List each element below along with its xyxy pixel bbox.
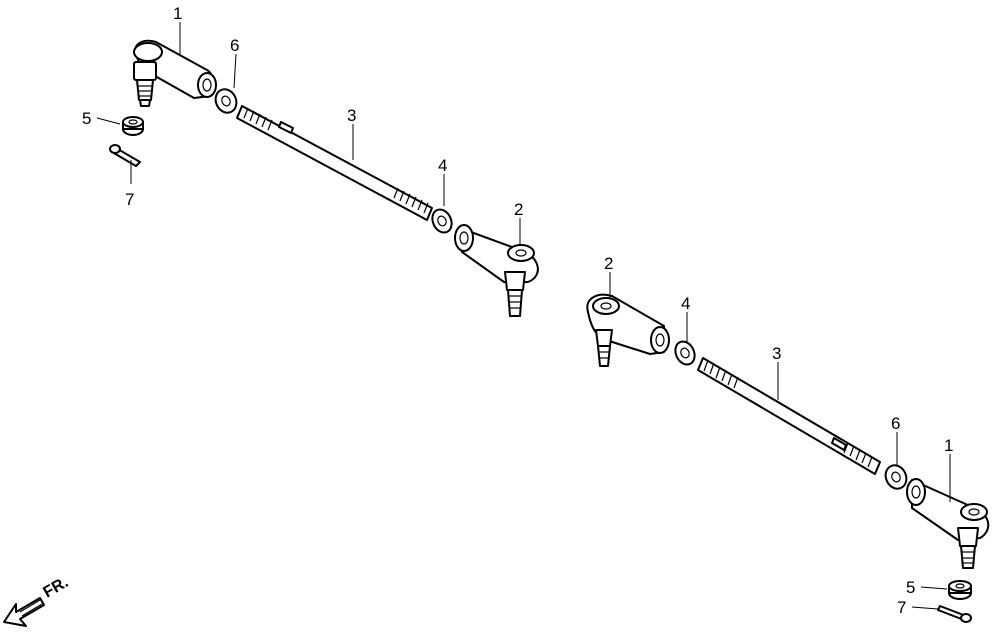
front-arrow-icon <box>3 597 45 627</box>
front-label: FR. <box>41 574 72 602</box>
callout-right-6: 6 <box>891 414 900 433</box>
callout-right-3: 3 <box>772 344 781 363</box>
front-direction-marker: FR. <box>3 574 72 627</box>
callouts: 1 6 3 5 7 4 2 2 4 3 6 1 5 7 <box>82 4 953 617</box>
right-tie-rod-end-outer <box>906 478 990 569</box>
callout-right-5: 5 <box>906 578 915 597</box>
callout-right-7: 7 <box>897 598 906 617</box>
left-castle-nut <box>122 116 144 136</box>
callout-left-2: 2 <box>514 200 523 219</box>
right-assembly <box>586 293 990 623</box>
right-castle-nut <box>948 580 972 600</box>
left-tie-rod-end-inner <box>454 224 539 317</box>
left-tie-rod-end-outer <box>133 39 217 107</box>
right-washer <box>884 464 908 490</box>
callout-left-4: 4 <box>438 156 447 175</box>
callout-left-5: 5 <box>82 109 91 128</box>
callout-right-2: 2 <box>604 254 613 273</box>
callout-left-3: 3 <box>347 106 356 125</box>
callout-left-7: 7 <box>125 190 134 209</box>
callout-left-6: 6 <box>230 36 239 55</box>
callout-left-1: 1 <box>173 4 182 23</box>
right-rod <box>697 357 881 475</box>
left-lock-nut <box>431 208 453 234</box>
right-tie-rod-end-inner <box>586 293 670 367</box>
right-lock-nut <box>674 340 696 366</box>
left-assembly <box>109 39 539 317</box>
callout-right-4: 4 <box>681 294 690 313</box>
left-rod <box>236 105 433 221</box>
callout-right-1: 1 <box>944 436 953 455</box>
left-cotter-pin <box>109 144 141 167</box>
leader-lines <box>96 22 951 610</box>
right-cotter-pin <box>937 605 972 623</box>
left-washer <box>214 88 238 114</box>
